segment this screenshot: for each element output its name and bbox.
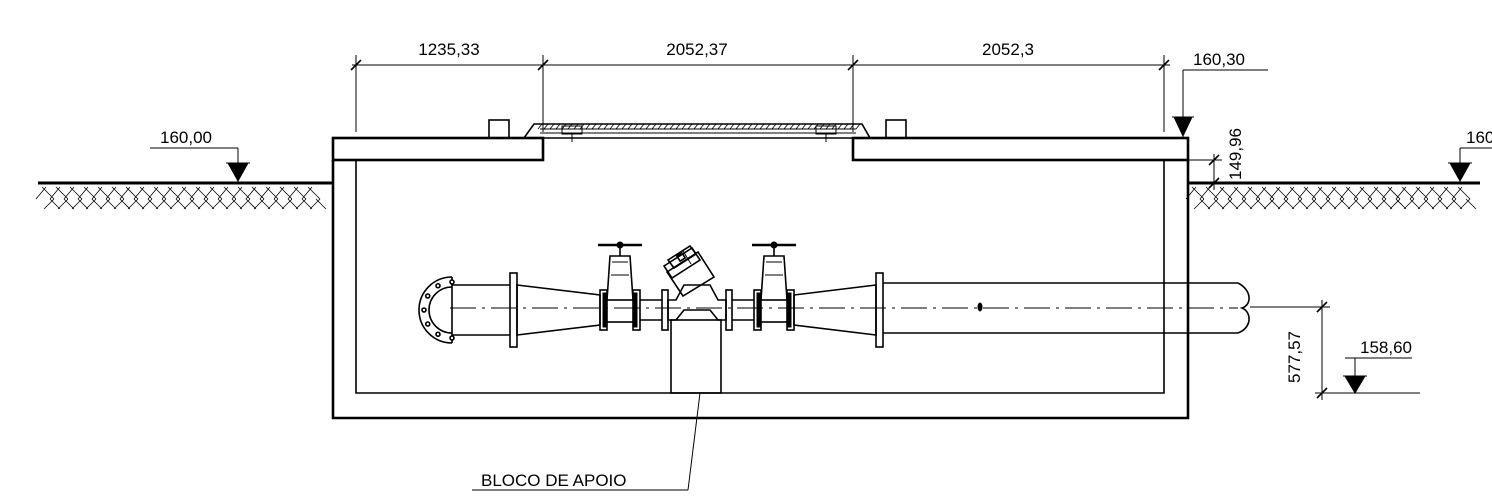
- slab-thickness-label: 149,96: [1226, 128, 1245, 180]
- dimension-label-right: 2052,3: [982, 40, 1034, 59]
- outer-wall: [331, 160, 1190, 420]
- soil-hatch-right: [1185, 186, 1477, 210]
- flange-right-1: [875, 272, 884, 348]
- flange-mid-left: [661, 289, 669, 331]
- top-slab-right: [851, 136, 1190, 162]
- level-marker-ground-left: 160,00: [150, 128, 250, 183]
- flange-mid-right: [725, 289, 733, 331]
- ground-left: [35, 181, 333, 210]
- pipework: [418, 241, 1250, 348]
- flange-left-1: [509, 272, 518, 348]
- level-marker-slab-right: 160,30: [1172, 50, 1268, 138]
- level-label-ground-left: 160,00: [160, 128, 212, 147]
- level-marker-ground-right: 160: [1448, 128, 1492, 183]
- support-block: BLOCO DE APOIO: [472, 319, 722, 491]
- top-slab-left: [331, 136, 545, 162]
- curb-left: [488, 119, 510, 139]
- slab-thickness-dimension: 149,96: [1188, 128, 1245, 190]
- top-dimension-line: 1235,33 2052,37 2052,3: [350, 40, 1170, 132]
- pipe-depth-dimension: 577,57: [1250, 300, 1330, 400]
- inner-wall: [355, 160, 1165, 394]
- dimension-label-middle: 2052,37: [666, 40, 727, 59]
- gate-valve-left: [598, 241, 642, 331]
- control-valve: [662, 244, 727, 321]
- support-block-label: BLOCO DE APOIO: [481, 471, 627, 490]
- level-marker-pipe: 158,60: [1315, 338, 1420, 394]
- level-label-pipe: 158,60: [1360, 338, 1412, 357]
- gate-valve-right: [752, 241, 796, 331]
- dimension-label-left: 1235,33: [418, 40, 479, 59]
- ground-right: [1185, 181, 1480, 210]
- curb-right: [885, 119, 907, 139]
- pipe-depth-label: 577,57: [1285, 331, 1304, 383]
- elbow-flange: [418, 276, 455, 344]
- chamber-structure: [331, 119, 1190, 420]
- level-label-slab-right: 160,30: [1193, 50, 1245, 69]
- manhole-cover: [522, 123, 872, 142]
- level-label-ground-right: 160: [1466, 128, 1492, 147]
- soil-hatch-left: [35, 186, 327, 210]
